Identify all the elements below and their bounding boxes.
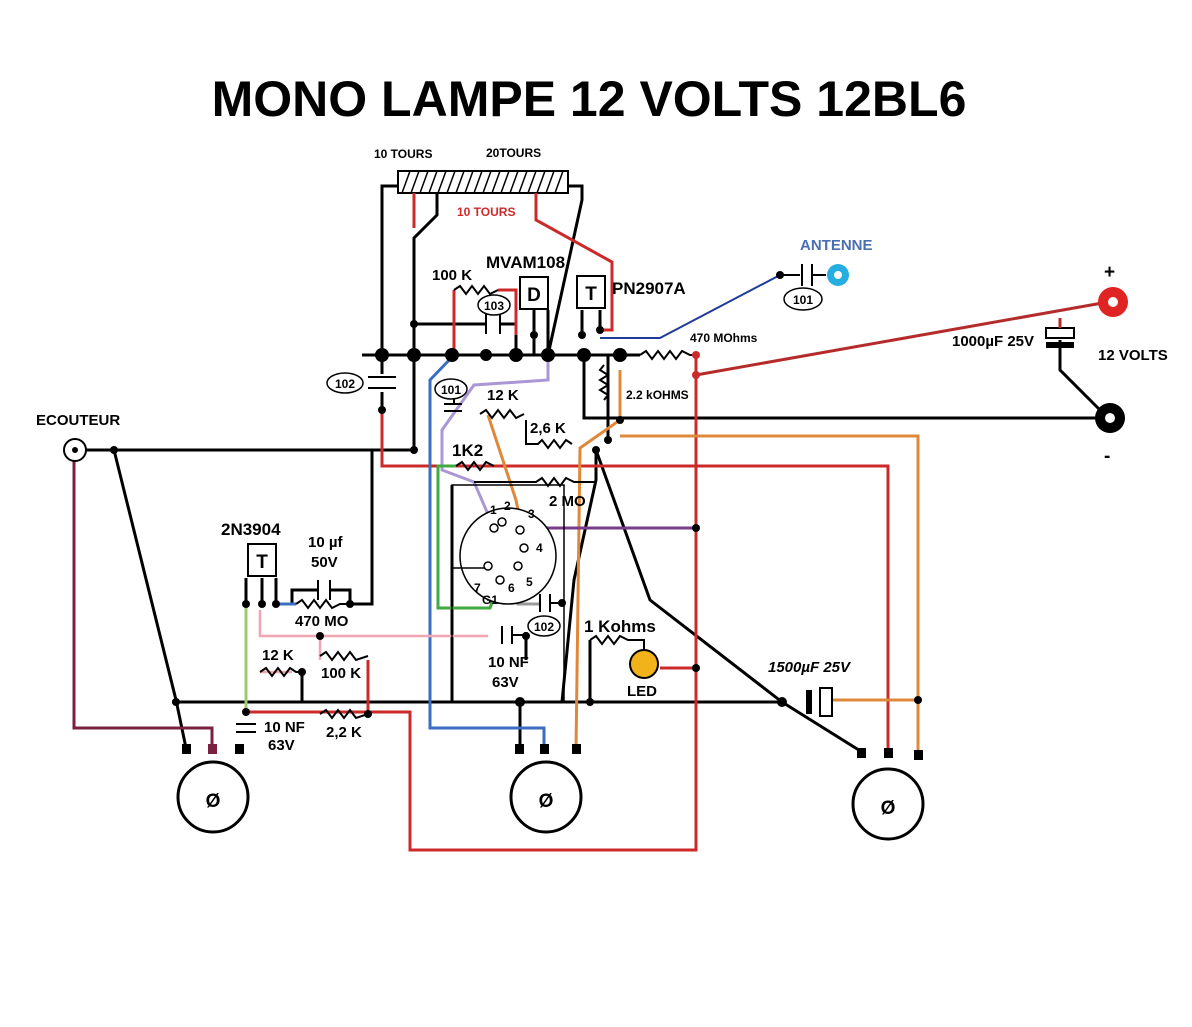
- svg-text:103: 103: [484, 299, 504, 313]
- led: [629, 649, 659, 679]
- resistor-100k-top: [453, 284, 499, 296]
- minus-terminal: [1095, 403, 1125, 433]
- tube-pin-4: 4: [536, 541, 543, 555]
- label-1000uf: 1000µF 25V: [952, 333, 1034, 350]
- pnp-symbol: T: [585, 284, 597, 305]
- tube-socket-12bl6: 1 2 3 4 5 6 7 G1: [451, 484, 565, 703]
- npn-symbol: T: [256, 552, 268, 573]
- label-2-2k: 2,2 K: [326, 724, 362, 741]
- tube-pin-5: 5: [526, 575, 533, 589]
- resistor-2mo: [474, 476, 596, 488]
- earphone-jack: [63, 438, 87, 462]
- label-470-mohms: 470 MOhms: [690, 331, 758, 345]
- label-2n3904: 2N3904: [221, 520, 281, 539]
- supply-voltage-label: 12 VOLTS: [1098, 347, 1168, 364]
- black-wires: [84, 184, 1110, 754]
- diagram-title: MONO LAMPE 12 VOLTS 12BL6: [212, 71, 967, 127]
- transistor-2n3904: T: [247, 543, 277, 577]
- label-cap-102-left: 102: [326, 372, 364, 394]
- svg-text:101: 101: [441, 383, 461, 397]
- label-10nf-left-voltage: 63V: [268, 737, 295, 754]
- svg-text:102: 102: [335, 377, 355, 391]
- plus-label: +: [1104, 262, 1115, 283]
- red-wires: [246, 193, 1109, 852]
- resistor-1k2: [455, 460, 495, 472]
- antenna-label: ANTENNE: [800, 237, 873, 254]
- tube-pin-2: 2: [504, 499, 511, 513]
- capacitor-1500uf: [806, 687, 833, 717]
- label-2mo: 2 MO: [549, 493, 586, 510]
- label-10uf-voltage: 50V: [311, 554, 338, 571]
- pot-left-symbol: Ø: [206, 791, 221, 812]
- capacitor-antenna: [780, 264, 826, 286]
- label-10uf: 10 µf: [308, 534, 343, 551]
- capacitor-1000uf: [1045, 318, 1075, 348]
- diode-symbol: D: [527, 285, 541, 306]
- plus-terminal: [1098, 287, 1128, 317]
- potentiometer-left: Ø: [176, 744, 250, 834]
- resistor-2-6k: [525, 420, 573, 450]
- diode-mvam108: D: [519, 276, 549, 310]
- resistor-12k-low: [259, 666, 302, 678]
- label-cap-101-antenna: 101: [783, 287, 823, 311]
- label-100k-top: 100 K: [432, 267, 472, 284]
- misc-wires: [72, 460, 696, 748]
- resistor-100k-low: [319, 650, 369, 662]
- resistor-470-mohms: [639, 349, 696, 361]
- label-cap-101-left: 101: [434, 378, 468, 400]
- resistor-470mo: [295, 598, 350, 610]
- earphone-label: ECOUTEUR: [36, 412, 120, 429]
- label-100k-low: 100 K: [321, 665, 361, 682]
- pot-middle-symbol: Ø: [539, 791, 554, 812]
- label-12k-top: 12 K: [487, 387, 519, 404]
- label-led: LED: [627, 683, 657, 700]
- tube-pin-6: 6: [508, 581, 515, 595]
- pot-right-symbol: Ø: [881, 798, 896, 819]
- tube-pin-7: 7: [474, 581, 481, 595]
- label-470mo: 470 MO: [295, 613, 349, 630]
- label-mvam108: MVAM108: [486, 253, 565, 272]
- label-10nf-tube-voltage: 63V: [492, 674, 519, 691]
- label-2-2-kohms: 2.2 kOHMS: [626, 388, 689, 402]
- svg-text:102: 102: [534, 620, 554, 634]
- minus-label: -: [1104, 446, 1110, 467]
- label-1500uf: 1500µF 25V: [768, 659, 852, 676]
- transistor-pn2907a: T: [576, 275, 606, 309]
- coil-label-20-tours: 20TOURS: [486, 146, 541, 160]
- tube-pin-3: 3: [528, 507, 535, 521]
- label-pn2907a: PN2907A: [612, 279, 686, 298]
- label-1kohms: 1 Kohms: [584, 617, 656, 636]
- label-1k2: 1K2: [452, 441, 483, 460]
- label-2-6k: 2,6 K: [530, 420, 566, 437]
- resistor-12k-top: [479, 408, 525, 420]
- capacitor-103: [485, 314, 501, 334]
- antenna-terminal: [827, 264, 849, 286]
- label-10nf-left: 10 NF: [264, 719, 305, 736]
- label-10nf-tube: 10 NF: [488, 654, 529, 671]
- label-cap-103: 103: [477, 294, 511, 316]
- coil: [397, 170, 569, 194]
- coil-label-10-tours: 10 TOURS: [374, 147, 432, 161]
- capacitor-10nf-left: [236, 723, 256, 733]
- capacitor-102-left: [368, 376, 396, 389]
- label-12k-low: 12 K: [262, 647, 294, 664]
- capacitor-10uf: [317, 580, 331, 600]
- potentiometer-middle: Ø: [509, 744, 583, 834]
- potentiometer-right: Ø: [851, 748, 925, 841]
- junction-dots: [110, 271, 922, 718]
- svg-text:101: 101: [793, 293, 813, 307]
- resistor-1kohms: [589, 634, 645, 652]
- resistor-2-2k: [319, 708, 369, 720]
- resistor-2-2-kohms: [598, 364, 610, 401]
- coil-label-10-tours-red: 10 TOURS: [457, 205, 515, 219]
- label-cap-102-tube: 102: [527, 615, 561, 637]
- tube-pin-1: 1: [490, 503, 497, 517]
- tube-pin-g1: G1: [482, 593, 498, 607]
